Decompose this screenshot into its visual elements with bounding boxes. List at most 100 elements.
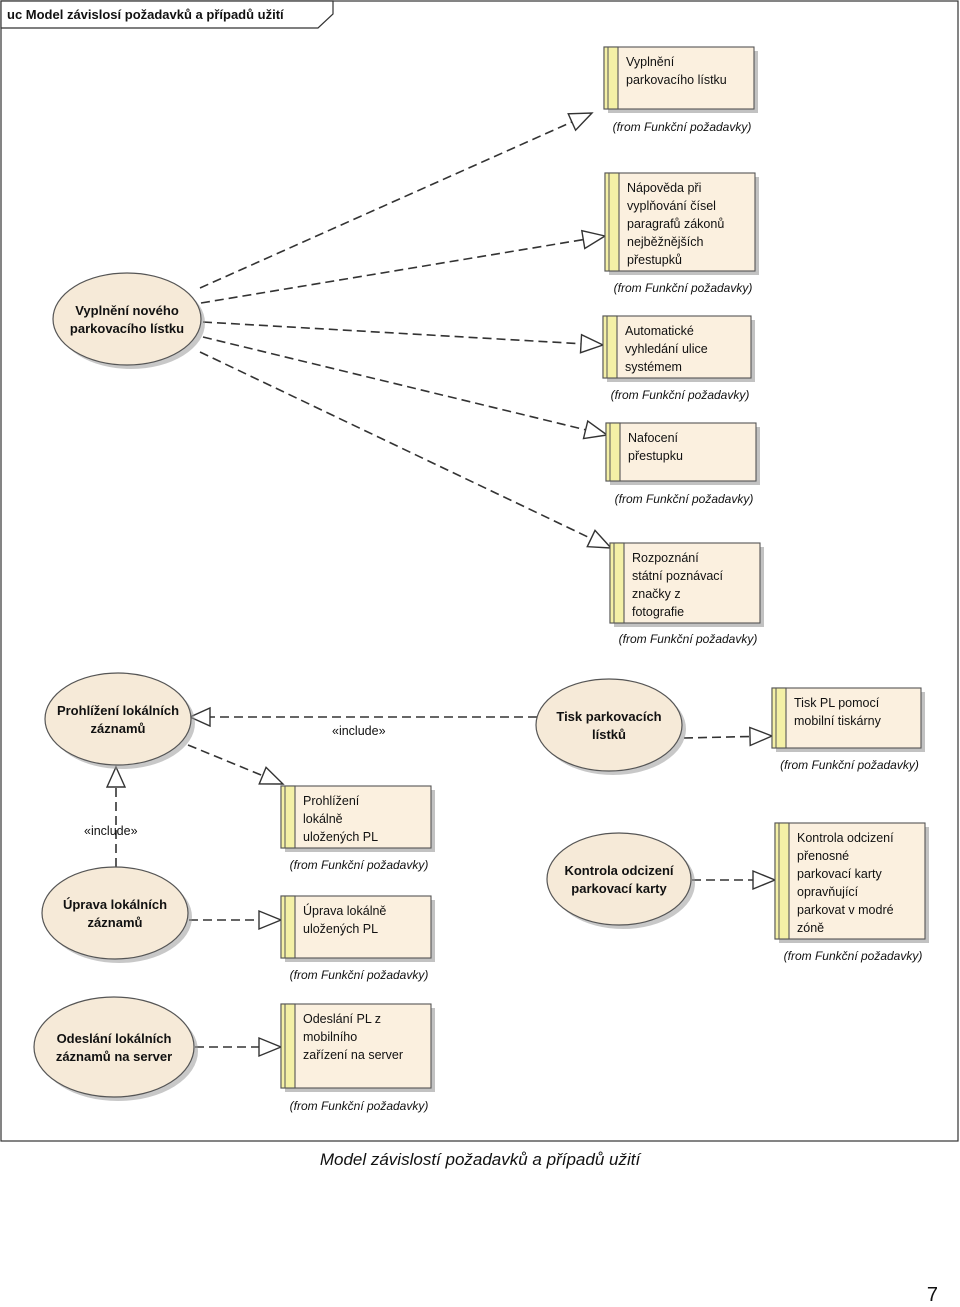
requirement-box — [605, 422, 757, 482]
use-case-uc6[interactable]: Odeslání lokálních záznamů na server — [33, 996, 198, 1101]
use-case-label: lístků — [592, 727, 626, 742]
requirement-label: Automatické — [625, 324, 694, 338]
frame-title-tab — [0, 0, 334, 29]
requirement-label: opravňující — [797, 885, 859, 899]
use-case-label: Vyplnění nového — [75, 303, 179, 318]
dependency-uc1-r2 — [200, 229, 607, 304]
requirement-label: mobilního — [303, 1030, 357, 1044]
requirement-stripe — [280, 895, 296, 959]
requirement-stripe — [609, 542, 625, 624]
requirement-source-label: (from Funkční požadavky) — [290, 858, 429, 872]
requirement-r3[interactable]: Automatické vyhledání ulice systémem (from … — [602, 315, 755, 402]
requirement-source-label: (from Funkční požadavky) — [780, 758, 919, 772]
use-case-uc4[interactable]: Úprava lokálních záznamů — [41, 866, 192, 963]
requirement-source-label: (from Funkční požadavky) — [614, 281, 753, 295]
requirement-label: nejběžnějších — [627, 235, 703, 249]
use-case-ellipse — [41, 866, 189, 960]
requirement-box — [603, 46, 755, 110]
requirement-box — [280, 785, 432, 849]
include-uc3-uc2 — [188, 706, 537, 728]
requirement-source-label: (from Funkční požadavky) — [784, 949, 923, 963]
requirement-label: parkovacího lístku — [626, 73, 727, 87]
requirement-box — [774, 822, 926, 940]
requirement-source-label: (from Funkční požadavky) — [290, 968, 429, 982]
arrow-head — [752, 869, 777, 891]
requirement-r2[interactable]: Nápověda při vyplňování čísel paragrafů zá… — [604, 172, 759, 295]
arrow-head — [579, 333, 605, 354]
requirement-stripe — [602, 315, 618, 379]
requirement-r6[interactable]: Tisk PL pomocí mobilní tiskárny (from Funk… — [771, 687, 925, 772]
dependency-uc1-r4 — [202, 336, 609, 440]
use-case-ellipse — [33, 996, 195, 1098]
use-case-label: záznamů — [91, 721, 146, 736]
requirement-source-label: (from Funkční požadavky) — [290, 1099, 429, 1113]
requirement-source-label: (from Funkční požadavky) — [611, 388, 750, 402]
use-case-label: Kontrola odcizení — [564, 863, 673, 878]
requirement-label: paragrafů zákonů — [627, 217, 724, 231]
include-uc4-uc2 — [105, 765, 127, 867]
requirement-label: zařízení na server — [303, 1048, 403, 1062]
requirement-stripe — [605, 422, 621, 482]
requirement-stripe — [771, 687, 787, 749]
requirement-box — [280, 895, 432, 959]
requirement-r9[interactable]: Kontrola odcizení přenosné parkovací karty… — [774, 822, 929, 963]
requirement-label: Prohlížení — [303, 794, 360, 808]
use-case-uc3[interactable]: Tisk parkovacích lístků — [535, 678, 686, 775]
requirement-label: parkovací karty — [797, 867, 883, 881]
requirement-label: Nafocení — [628, 431, 679, 445]
requirement-label: systémem — [625, 360, 682, 374]
use-case-ellipse — [535, 678, 683, 772]
requirement-source-label: (from Funkční požadavky) — [613, 120, 752, 134]
arrow-head — [105, 765, 127, 788]
arrow-head — [580, 229, 607, 250]
dependency-uc1-r1 — [199, 112, 594, 289]
use-case-label: záznamů na server — [56, 1049, 172, 1064]
arrow-head — [188, 706, 211, 728]
requirement-label: Úprava lokálně — [303, 903, 386, 918]
requirement-label: uložených PL — [303, 922, 378, 936]
arrow-head — [567, 112, 594, 132]
requirement-label: Tisk PL pomocí — [794, 696, 880, 710]
requirement-stripe — [280, 1003, 296, 1089]
use-case-label: Odeslání lokálních — [57, 1031, 172, 1046]
use-case-diagram: uc Model závislosí požadavků a případů u… — [0, 0, 959, 1142]
dependency-uc2-r7 — [187, 744, 285, 785]
use-case-label: záznamů — [88, 915, 143, 930]
requirement-label: Nápověda při — [627, 181, 701, 195]
dependency-uc4-r8 — [189, 909, 283, 931]
requirement-label: fotografie — [632, 605, 684, 619]
requirement-stripe — [603, 46, 619, 110]
requirement-label: vyplňování čísel — [627, 199, 716, 213]
include-label: «include» — [84, 824, 138, 838]
use-case-ellipse — [44, 672, 192, 766]
requirement-label: zóně — [797, 921, 824, 935]
requirement-label: vyhledání ulice — [625, 342, 708, 356]
page-number: 7 — [926, 1284, 938, 1306]
figure-caption: Model závislostí požadavků a případů uži… — [319, 1150, 641, 1169]
include-label: «include» — [332, 724, 386, 738]
diagram-frame — [0, 0, 959, 1142]
requirement-stripe — [774, 822, 790, 940]
use-case-label: Úprava lokálních — [63, 897, 167, 912]
requirement-r8[interactable]: Úprava lokálně uložených PL (from Funkční … — [280, 895, 435, 982]
requirement-label: lokálně — [303, 812, 343, 826]
use-case-label: Tisk parkovacích — [556, 709, 661, 724]
requirement-stripe — [280, 785, 296, 849]
requirement-label: státní poznávací — [632, 569, 724, 583]
requirement-box — [771, 687, 922, 749]
requirement-r7[interactable]: Prohlížení lokálně uložených PL (from Funkč… — [280, 785, 435, 872]
requirement-label: uložených PL — [303, 830, 378, 844]
requirement-label: mobilní tiskárny — [794, 714, 882, 728]
requirement-label: přestupků — [627, 253, 682, 267]
arrow-head — [586, 529, 613, 549]
requirement-label: Kontrola odcizení — [797, 831, 894, 845]
dependency-uc1-r5 — [199, 351, 613, 549]
requirement-label: přenosné — [797, 849, 849, 863]
